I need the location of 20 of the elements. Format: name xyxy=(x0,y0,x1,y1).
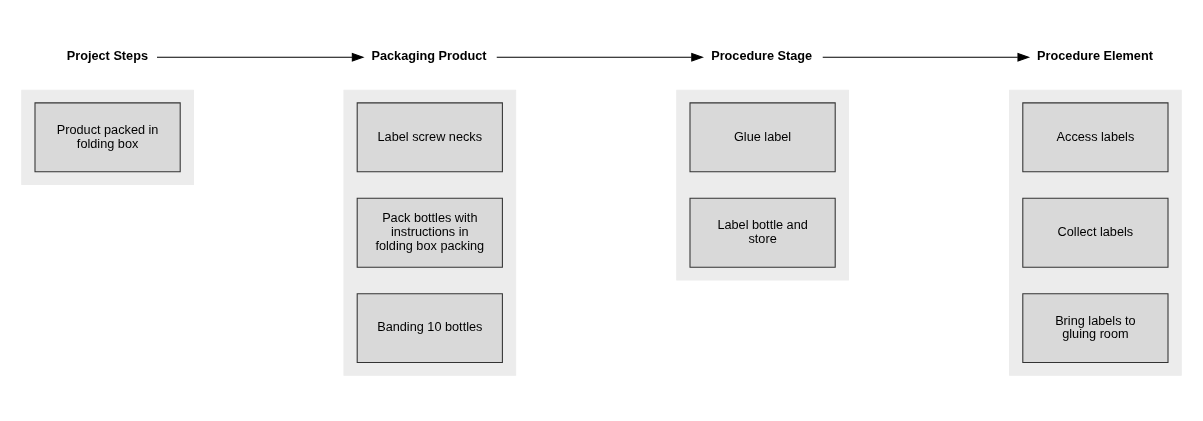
node-text: Project Steps xyxy=(66,47,148,63)
node-text: Procedure Stage xyxy=(711,47,813,63)
node-box: Label screw necks xyxy=(356,101,503,172)
cluster xyxy=(1009,89,1182,376)
node-box: Access labels xyxy=(1022,101,1169,172)
node-box: Product packed in folding box xyxy=(34,101,181,172)
node-text: Procedure Element xyxy=(1037,47,1153,63)
node-box: Glue label xyxy=(689,101,836,172)
node-text: Packaging Product xyxy=(371,47,487,63)
cluster xyxy=(343,89,517,376)
node-box: Banding 10 bottles xyxy=(356,292,503,363)
arrow xyxy=(496,52,704,62)
arrow xyxy=(156,52,365,62)
arrow xyxy=(822,52,1031,62)
node-box: Bring labels to gluing room xyxy=(1022,292,1169,363)
cluster xyxy=(21,89,194,185)
node-box: Pack bottles with instructions in folding box packing xyxy=(356,197,503,268)
cluster xyxy=(676,89,849,280)
node-box: Label bottle and store xyxy=(689,197,836,268)
node-box: Collect labels xyxy=(1022,197,1169,268)
